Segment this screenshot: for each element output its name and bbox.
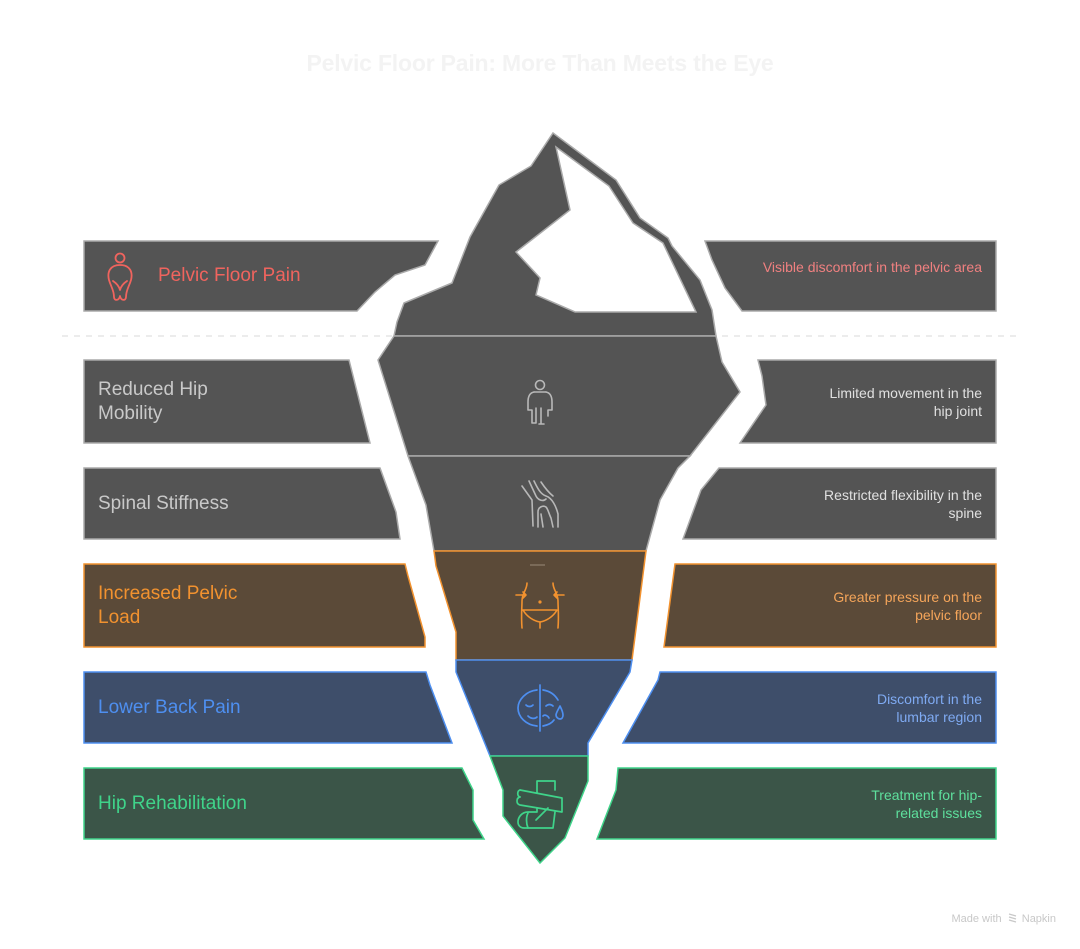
made-with-napkin-credit[interactable]: Made with Napkin bbox=[951, 913, 1056, 925]
layer-description-spinal-stiffness: Restricted flexibility in the spine bbox=[824, 487, 982, 521]
layer-increased-pelvic-load bbox=[83, 550, 997, 661]
layer-label-pelvic-floor-pain: Pelvic Floor Pain bbox=[158, 265, 301, 286]
right-panel-reduced-hip-mobility bbox=[738, 359, 997, 444]
layer-lower-back-pain bbox=[83, 659, 997, 757]
left-panel-pelvic-floor-pain bbox=[83, 240, 440, 312]
layer-description-increased-pelvic-load: Greater pressure on the pelvic floor bbox=[833, 589, 982, 623]
person-prosthetic-leg-icon bbox=[527, 379, 553, 425]
layer-label-hip-rehabilitation: Hip Rehabilitation bbox=[98, 793, 247, 814]
iceberg-section-lower-back-pain bbox=[455, 659, 633, 757]
leg-cast-bandage-icon bbox=[516, 780, 563, 829]
layer-description-pelvic-floor-pain: Visible discomfort in the pelvic area bbox=[762, 259, 982, 275]
left-panel-hip-rehabilitation bbox=[83, 767, 486, 840]
iceberg-section-increased-pelvic-load bbox=[433, 550, 647, 661]
iceberg-snow-cap bbox=[514, 145, 698, 313]
iceberg-section-hip-rehabilitation bbox=[488, 755, 589, 865]
left-panel-reduced-hip-mobility bbox=[83, 359, 371, 444]
sad-crying-face-icon bbox=[517, 684, 564, 732]
diagram-title: Pelvic Floor Pain: More Than Meets the E… bbox=[306, 50, 774, 76]
layer-label-increased-pelvic-load: Increased Pelvic Load bbox=[98, 583, 238, 628]
iceberg-section-reduced-hip-mobility bbox=[377, 335, 741, 457]
layer-hip-rehabilitation bbox=[83, 755, 997, 865]
credit-prefix: Made with bbox=[951, 913, 1002, 925]
right-panel-increased-pelvic-load bbox=[663, 563, 997, 648]
layer-pelvic-floor-pain bbox=[83, 240, 997, 312]
napkin-logo-icon bbox=[1008, 913, 1016, 923]
left-panel-increased-pelvic-load bbox=[83, 563, 426, 648]
layer-description-hip-rehabilitation: Treatment for hip-related issues bbox=[871, 787, 982, 821]
layer-reduced-hip-mobility bbox=[83, 335, 997, 457]
left-panel-lower-back-pain bbox=[83, 671, 454, 744]
layer-description-lower-back-pain: Discomfort in the lumbar region bbox=[876, 691, 982, 725]
layer-label-spinal-stiffness: Spinal Stiffness bbox=[98, 493, 229, 514]
credit-brand: Napkin bbox=[1021, 913, 1056, 925]
left-panel-spinal-stiffness bbox=[83, 467, 401, 540]
layer-spinal-stiffness bbox=[83, 455, 997, 552]
right-panel-lower-back-pain bbox=[621, 671, 997, 744]
knee-joint-bones-icon bbox=[521, 480, 559, 528]
right-panel-hip-rehabilitation bbox=[595, 767, 997, 840]
layer-label-lower-back-pain: Lower Back Pain bbox=[98, 697, 241, 718]
waist-compression-icon bbox=[515, 582, 565, 629]
right-panel-spinal-stiffness bbox=[681, 467, 997, 540]
layer-description-reduced-hip-mobility: Limited movement in the hip joint bbox=[829, 385, 982, 419]
person-pelvic-pain-icon bbox=[107, 252, 133, 301]
iceberg-tip bbox=[393, 131, 717, 337]
layer-label-reduced-hip-mobility: Reduced Hip Mobility bbox=[98, 379, 208, 424]
iceberg-section-spinal-stiffness bbox=[406, 455, 692, 552]
right-panel-pelvic-floor-pain bbox=[703, 240, 997, 312]
